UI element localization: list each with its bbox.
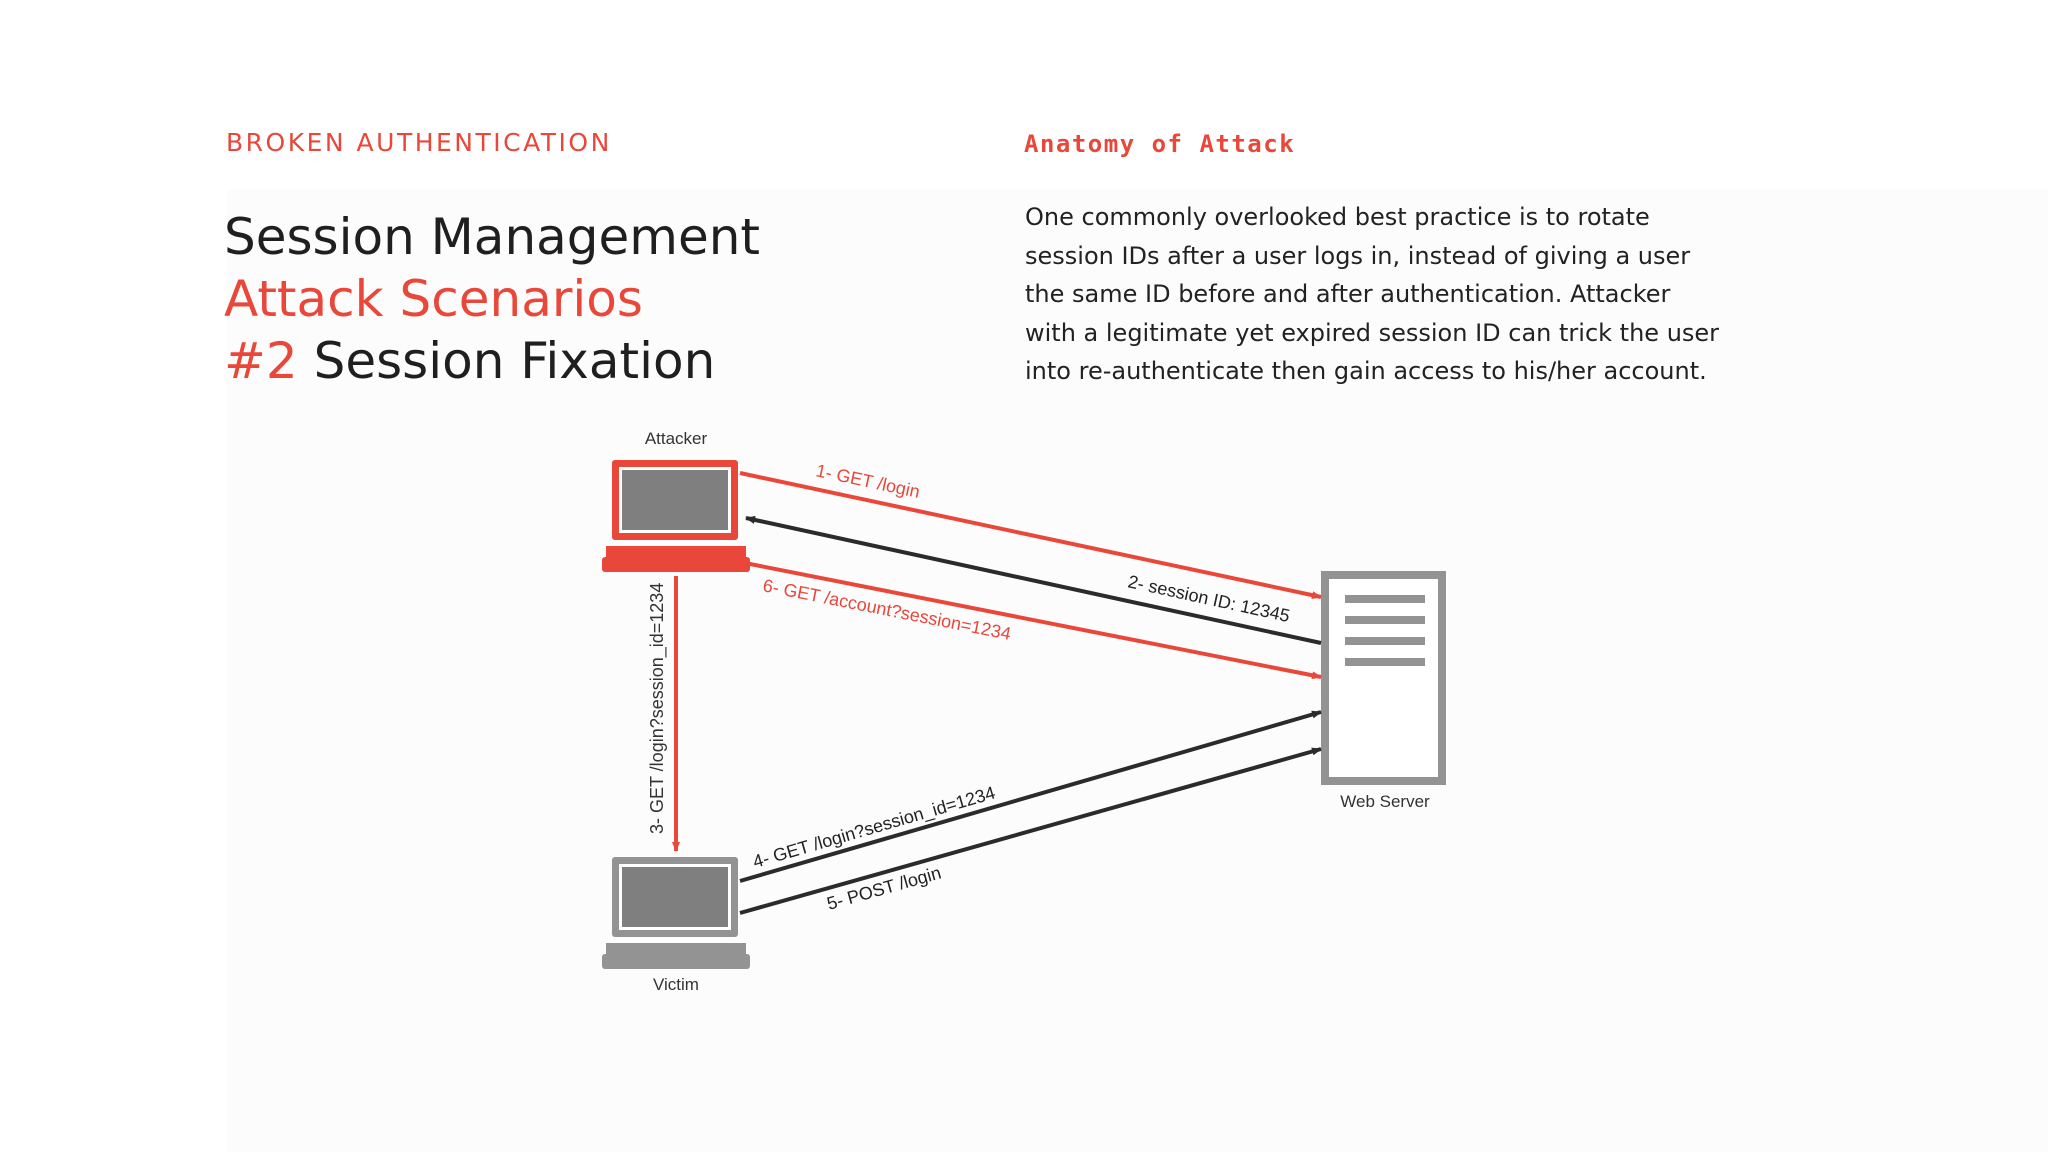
description-line: into re-authenticate then gain access to… <box>1025 357 1707 385</box>
description-line: the same ID before and after authenticat… <box>1025 280 1671 308</box>
section-eyebrow: BROKEN AUTHENTICATION <box>226 128 612 157</box>
step-3-label: 3- GET /login?session_id=1234 <box>647 583 668 834</box>
arrow-step-1 <box>739 471 1322 600</box>
title-line-3: #2 Session Fixation <box>224 330 760 392</box>
scenario-number: #2 <box>224 332 298 390</box>
web-server-icon <box>1321 571 1446 785</box>
slide-background <box>227 190 2048 1152</box>
description-line: session IDs after a user logs in, instea… <box>1025 241 1691 270</box>
arrow-step-6 <box>739 560 1322 680</box>
victim-label: Victim <box>653 975 699 994</box>
step-1-label: 1- GET /login <box>814 460 922 502</box>
anatomy-heading: Anatomy of Attack <box>1024 130 1296 158</box>
title-line-2: Attack Scenarios <box>224 270 643 328</box>
description-line: with a legitimate yet expired session ID… <box>1025 318 1720 347</box>
attacker-laptop-icon <box>602 460 750 572</box>
description-line: One commonly overlooked best practice is… <box>1025 203 1650 231</box>
arrow-step-2 <box>745 516 1322 645</box>
slide-title: Session Management Attack Scenarios #2 S… <box>224 206 760 392</box>
web-server-label: Web Server <box>1340 792 1430 811</box>
arrow-step-5 <box>739 747 1322 915</box>
title-line-1: Session Management <box>224 208 761 266</box>
step-5-label: 5- POST /login <box>825 863 944 914</box>
scenario-name: Session Fixation <box>297 332 716 390</box>
anatomy-description: One commonly overlooked best practice is… <box>1025 198 1720 391</box>
victim-laptop-icon <box>602 857 750 969</box>
step-4-label: 4- GET /login?session_id=1234 <box>751 783 998 873</box>
arrow-step-4 <box>739 710 1322 883</box>
attacker-label: Attacker <box>645 429 708 448</box>
